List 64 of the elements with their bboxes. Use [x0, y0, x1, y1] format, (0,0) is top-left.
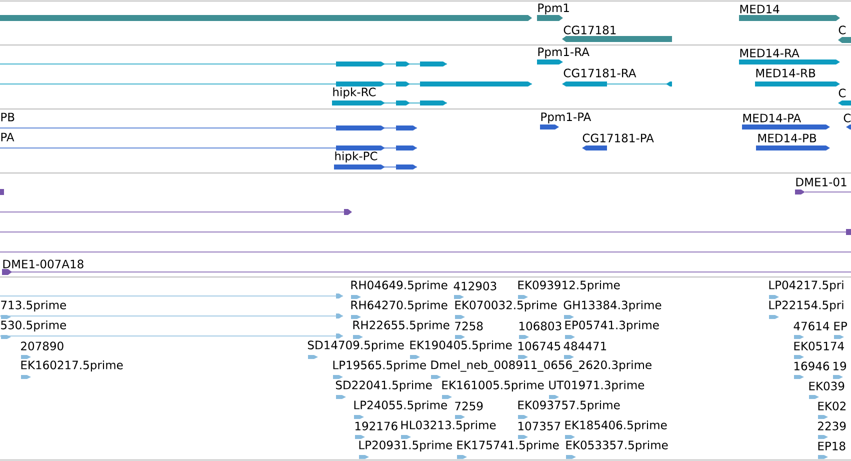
feature-label: CG17181-PA: [582, 134, 654, 142]
feature-label: RH04649.5prime: [351, 280, 448, 292]
feature-label: LP20931.5prime: [359, 440, 452, 452]
feature-label: CG17181-RA: [564, 68, 636, 78]
feature-label: 2239: [818, 422, 846, 430]
feature-label: 207890: [21, 342, 64, 350]
feature-label: MED14-PA: [743, 114, 801, 122]
feature-label: 713.5prime: [1, 300, 66, 312]
feature-label: EK05174: [794, 342, 844, 350]
feature-label: MED14: [740, 4, 780, 14]
feature-label: 7258: [455, 322, 483, 330]
feature-label: EK039: [809, 382, 844, 390]
feature-label: EK02: [818, 402, 846, 410]
feature-label: EK093912.5prime: [518, 280, 620, 292]
feature-label: hipk-PC: [335, 151, 378, 163]
feature-label: 412903: [454, 282, 496, 290]
feature-label: C: [844, 114, 851, 122]
feature-label: EK093757.5prime: [518, 400, 620, 412]
feature-label: 192176: [355, 422, 398, 430]
feature-label: Ppm1-RA: [538, 48, 590, 58]
feature-label: C: [838, 88, 846, 98]
feature-label: 530.5prime: [1, 320, 66, 332]
feature-label: EP: [834, 322, 848, 330]
feature-label: 106745: [518, 342, 560, 350]
feature-label: 484471: [564, 342, 606, 350]
feature-label: EK190405.5prime: [410, 340, 512, 352]
feature-label: EP05741.3prime: [565, 320, 659, 332]
feature-label: LP22154.5pri: [769, 300, 844, 312]
feature-label: 47614: [794, 322, 830, 330]
feature-label: EK175741.5prime: [457, 440, 559, 452]
feature-label: RH22655.5prime: [353, 320, 450, 332]
feature-label: EK161005.5prime: [442, 380, 544, 392]
feature-label: C: [838, 26, 846, 34]
feature-label: PA: [1, 132, 14, 142]
feature-label: RH64270.5prime: [351, 300, 448, 312]
feature-label: SD14709.5prime: [308, 340, 404, 352]
feature-label: Ppm1: [538, 4, 569, 14]
feature-label: MED14-PB: [758, 134, 816, 142]
feature-label: UT01971.3prime: [549, 380, 644, 392]
feature-label: 19: [833, 362, 846, 370]
feature-label: hipk-RC: [333, 87, 376, 99]
feature-label: EK185406.5prime: [565, 420, 667, 432]
feature-label: SD22041.5prime: [336, 380, 432, 392]
feature-label: EK053357.5prime: [566, 440, 668, 452]
feature-label: EP18: [818, 442, 846, 450]
feature-label: DME1-01: [796, 178, 846, 186]
feature-label: 16946: [794, 362, 830, 370]
feature-label: LP24055.5prime: [354, 400, 447, 412]
feature-label: Ppm1-PA: [541, 112, 592, 124]
feature-label: EK160217.5prime: [21, 360, 123, 372]
feature-label: GH13384.3prime: [564, 300, 662, 312]
feature-label: EK070032.5prime: [455, 300, 557, 312]
feature-label: MED14-RA: [740, 48, 800, 58]
feature-label: HL03213.5prime: [401, 420, 496, 432]
feature-label: LP19565.5prime: [333, 360, 426, 372]
feature-label: 7259: [455, 402, 483, 410]
feature-label: LP04217.5pri: [769, 280, 844, 292]
feature-label: 106803: [519, 322, 562, 330]
feature-label: PB: [1, 112, 14, 122]
feature-label: CG17181: [564, 26, 616, 34]
feature-label: DME1-007A18: [3, 260, 84, 268]
feature-label: 107357: [518, 422, 560, 430]
feature-label: Dmel_neb_008911_0656_2620.3prime: [431, 360, 652, 372]
feature-label: MED14-RB: [756, 68, 816, 78]
